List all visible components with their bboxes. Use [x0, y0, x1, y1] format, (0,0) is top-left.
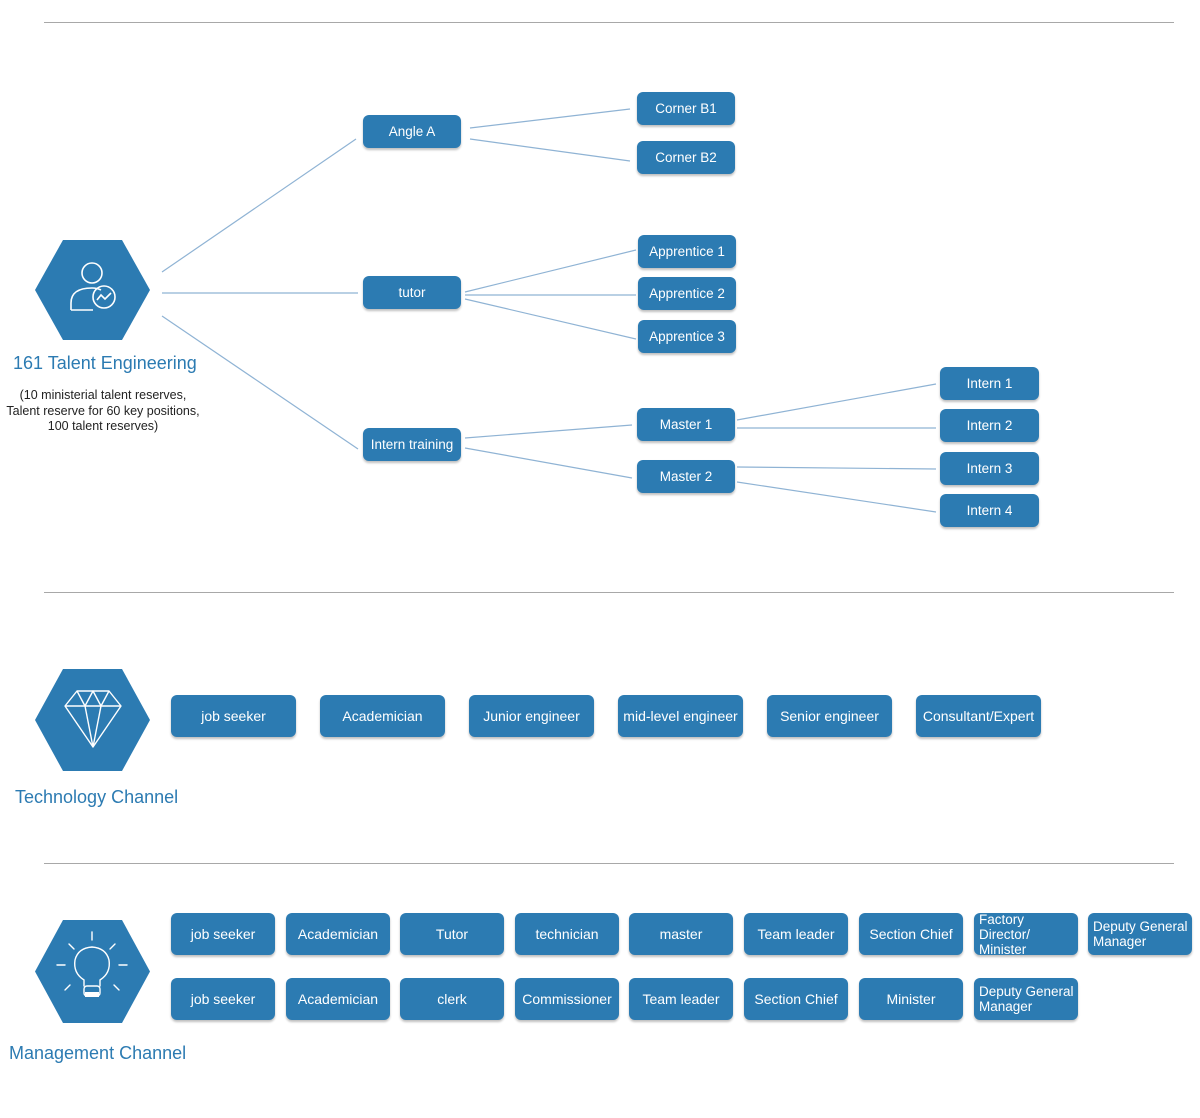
technology-hexagon — [35, 669, 150, 771]
divider-bottom — [44, 863, 1174, 864]
node-intern-training: Intern training — [363, 428, 461, 461]
tech-step: job seeker — [171, 695, 296, 737]
mgmt-step-row1: Team leader — [744, 913, 848, 955]
talent-note-line: Talent reserve for 60 key positions, — [6, 403, 200, 418]
mgmt-step-row2: job seeker — [171, 978, 275, 1020]
tech-step: Junior engineer — [469, 695, 594, 737]
talent-title: 161 Talent Engineering — [13, 353, 197, 373]
node-master-1: Master 1 — [637, 408, 735, 441]
diamond-icon — [64, 690, 122, 748]
mgmt-step-row2: Section Chief — [744, 978, 848, 1020]
talent-note: (10 ministerial talent reserves, Talent … — [0, 388, 206, 435]
mgmt-step-row1: Academician — [286, 913, 390, 955]
technology-title: Technology Channel — [15, 787, 179, 807]
node-intern-2: Intern 2 — [940, 409, 1039, 442]
mgmt-step-row1: master — [629, 913, 733, 955]
management-title: Management Channel — [9, 1043, 187, 1063]
lightbulb-icon — [56, 931, 128, 997]
node-intern-4: Intern 4 — [940, 494, 1039, 527]
node-apprentice-2: Apprentice 2 — [638, 277, 736, 310]
mgmt-step-row2: Deputy General Manager — [974, 978, 1078, 1020]
node-master-2: Master 2 — [637, 460, 735, 493]
user-chart-icon — [70, 262, 116, 311]
mgmt-step-row1: job seeker — [171, 913, 275, 955]
node-corner-b1: Corner B1 — [637, 92, 735, 125]
divider-top — [44, 22, 1174, 23]
talent-tree-connectors — [161, 108, 937, 513]
talent-note-line: (10 ministerial talent reserves, — [19, 388, 187, 402]
talent-note-line: 100 talent reserves) — [47, 419, 159, 433]
mgmt-step-row2: Minister — [859, 978, 963, 1020]
tech-step: Senior engineer — [767, 695, 892, 737]
mgmt-step-row1: Factory Director/ Minister — [974, 912, 1078, 957]
divider-middle — [44, 592, 1174, 593]
mgmt-step-row2: Academician — [286, 978, 390, 1020]
tech-step: Academician — [320, 695, 445, 737]
tech-step: Consultant/Expert — [916, 695, 1041, 737]
mgmt-step-row2: clerk — [400, 978, 504, 1020]
node-intern-1: Intern 1 — [940, 367, 1039, 400]
node-apprentice-1: Apprentice 1 — [638, 235, 736, 268]
mgmt-step-row2: Team leader — [629, 978, 733, 1020]
node-tutor: tutor — [363, 276, 461, 309]
mgmt-step-row1: technician — [515, 913, 619, 955]
mgmt-step-row2: Commissioner — [515, 978, 619, 1020]
management-hexagon — [35, 920, 150, 1023]
node-corner-b2: Corner B2 — [637, 141, 735, 174]
node-apprentice-3: Apprentice 3 — [638, 320, 736, 353]
mgmt-step-row1: Deputy General Manager — [1088, 913, 1192, 955]
node-angle-a: Angle A — [363, 115, 461, 148]
mgmt-step-row1: Section Chief — [859, 913, 963, 955]
node-intern-3: Intern 3 — [940, 452, 1039, 485]
mgmt-step-row1: Tutor — [400, 913, 504, 955]
tech-step: mid-level engineer — [618, 695, 743, 737]
talent-hexagon — [35, 240, 150, 340]
